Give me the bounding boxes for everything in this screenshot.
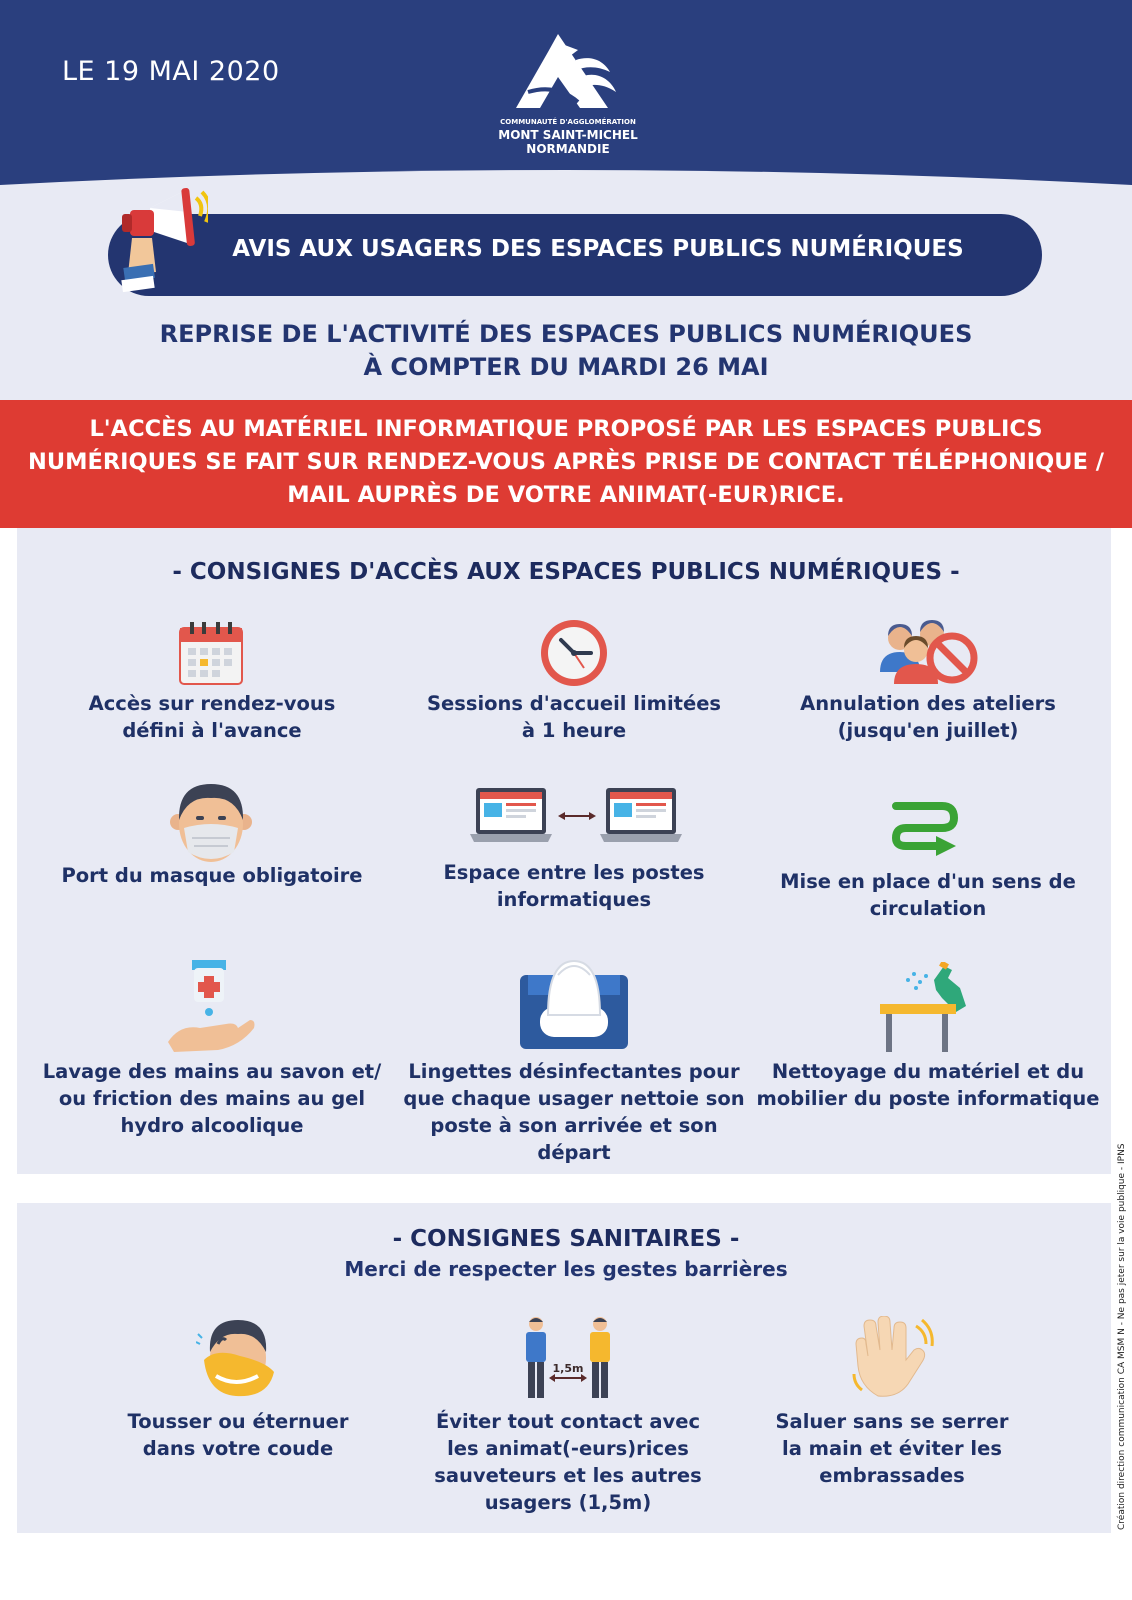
logo-small-text: COMMUNAUTÉ D'AGGLOMÉRATION [500, 118, 636, 126]
spray-table-icon [880, 962, 966, 1052]
notice-pill [108, 214, 1042, 296]
caption-line: sauveteurs et les autres [434, 1464, 702, 1487]
caption-line: informatiques [496, 888, 652, 911]
resume-line1: REPRISE DE L'ACTIVITÉ DES ESPACES PUBLIC… [159, 320, 973, 348]
caption-line: que chaque usager nettoie son [403, 1087, 745, 1110]
caption-line: (jusqu'en juillet) [837, 719, 1019, 742]
caption-line: Annulation des ateliers [800, 692, 1056, 715]
wipes-icon [520, 959, 628, 1049]
calendar-icon [179, 622, 243, 685]
cough-elbow-icon [196, 1320, 274, 1397]
access-caption-9: Nettoyage du matériel et du mobilier du … [754, 1058, 1102, 1112]
caption-line: embrassades [819, 1464, 965, 1487]
caption-line: Lavage des mains au savon et/ [42, 1060, 382, 1083]
notice-title: AVIS AUX USAGERS DES ESPACES PUBLICS NUM… [232, 236, 964, 262]
access-caption-8: Lingettes désinfectantes pour que chaque… [396, 1058, 752, 1166]
date-label: LE 19 MAI 2020 [62, 56, 280, 87]
circulation-arrow-icon [891, 802, 959, 856]
caption-line: Port du masque obligatoire [61, 864, 363, 887]
caption-line: à 1 heure [521, 719, 627, 742]
logo-line2: NORMANDIE [526, 142, 610, 156]
access-caption-2: Sessions d'accueil limitées à 1 heure [400, 690, 748, 744]
caption-line: dans votre coude [142, 1437, 334, 1460]
caption-line: Saluer sans se serrer [775, 1410, 1009, 1433]
distance-label: 1,5m [553, 1362, 584, 1375]
access-caption-7: Lavage des mains au savon et/ ou frictio… [36, 1058, 388, 1139]
alert-line2: NUMÉRIQUES SE FAIT SUR RENDEZ-VOUS APRÈS… [28, 449, 1104, 475]
sanitary-title: - CONSIGNES SANITAIRES - [392, 1226, 740, 1252]
access-caption-6: Mise en place d'un sens de circulation [760, 868, 1096, 922]
group-cancel-icon [880, 620, 978, 684]
caption-line: Mise en place d'un sens de [780, 870, 1076, 893]
mont-saint-michel-logo-icon [516, 34, 616, 108]
caption-line: défini à l'avance [122, 719, 302, 742]
laptops-distance-icon [470, 788, 682, 842]
caption-line: Éviter tout contact avec [435, 1410, 701, 1433]
logo-line1: MONT SAINT-MICHEL [498, 128, 638, 142]
sanitary-subtitle: Merci de respecter les gestes barrières [344, 1257, 788, 1281]
sanitary-caption-3: Saluer sans se serrer la main et éviter … [740, 1408, 1044, 1489]
caption-line: usagers (1,5m) [484, 1491, 652, 1514]
caption-line: Espace entre les postes [443, 861, 705, 884]
access-title: - CONSIGNES D'ACCÈS AUX ESPACES PUBLICS … [172, 559, 960, 585]
megaphone-icon [121, 188, 208, 293]
distance-people-icon: 1,5m [526, 1317, 610, 1398]
caption-line: mobilier du poste informatique [756, 1087, 1100, 1110]
caption-line: hydro alcoolique [120, 1114, 304, 1137]
access-caption-5: Espace entre les postes informatiques [400, 859, 748, 913]
resume-heading: REPRISE DE L'ACTIVITÉ DES ESPACES PUBLIC… [0, 318, 1132, 384]
caption-line: les animat(-eurs)rices [447, 1437, 689, 1460]
caption-line: Accès sur rendez-vous [88, 692, 336, 715]
sanitary-panel [17, 1203, 1111, 1533]
alert-band [0, 400, 1132, 528]
alert-line1: L'ACCÈS AU MATÉRIEL INFORMATIQUE PROPOSÉ… [89, 416, 1043, 442]
caption-line: Nettoyage du matériel et du [771, 1060, 1085, 1083]
clock-icon [541, 620, 607, 686]
caption-line: Tousser ou éternuer [127, 1410, 349, 1433]
sanitary-caption-1: Tousser ou éternuer dans votre coude [86, 1408, 390, 1462]
caption-line: ou friction des mains au gel [58, 1087, 366, 1110]
access-caption-4: Port du masque obligatoire [44, 862, 380, 889]
hand-gel-icon [168, 960, 255, 1052]
alert-line3: MAIL AUPRÈS DE VOTRE ANIMAT(-EUR)RICE. [287, 482, 845, 508]
alert-text: L'ACCÈS AU MATÉRIEL INFORMATIQUE PROPOSÉ… [10, 413, 1122, 512]
credit-text: Création direction communication CA MSM … [1117, 1143, 1127, 1530]
caption-line: la main et éviter les [782, 1437, 1002, 1460]
access-caption-1: Accès sur rendez-vous défini à l'avance [44, 690, 380, 744]
access-caption-3: Annulation des ateliers (jusqu'en juille… [760, 690, 1096, 744]
sanitary-caption-2: Éviter tout contact avec les animat(-eur… [412, 1408, 724, 1516]
caption-line: Lingettes désinfectantes pour [408, 1060, 740, 1083]
resume-line2: À COMPTER DU MARDI 26 MAI [363, 353, 769, 381]
logo: COMMUNAUTÉ D'AGGLOMÉRATION MONT SAINT-MI… [488, 32, 648, 157]
wave-hand-icon [852, 1316, 934, 1397]
mask-icon [170, 784, 252, 862]
caption-line: Sessions d'accueil limitées [426, 692, 722, 715]
caption-line: poste à son arrivée et son départ [430, 1114, 718, 1164]
caption-line: circulation [869, 897, 987, 920]
